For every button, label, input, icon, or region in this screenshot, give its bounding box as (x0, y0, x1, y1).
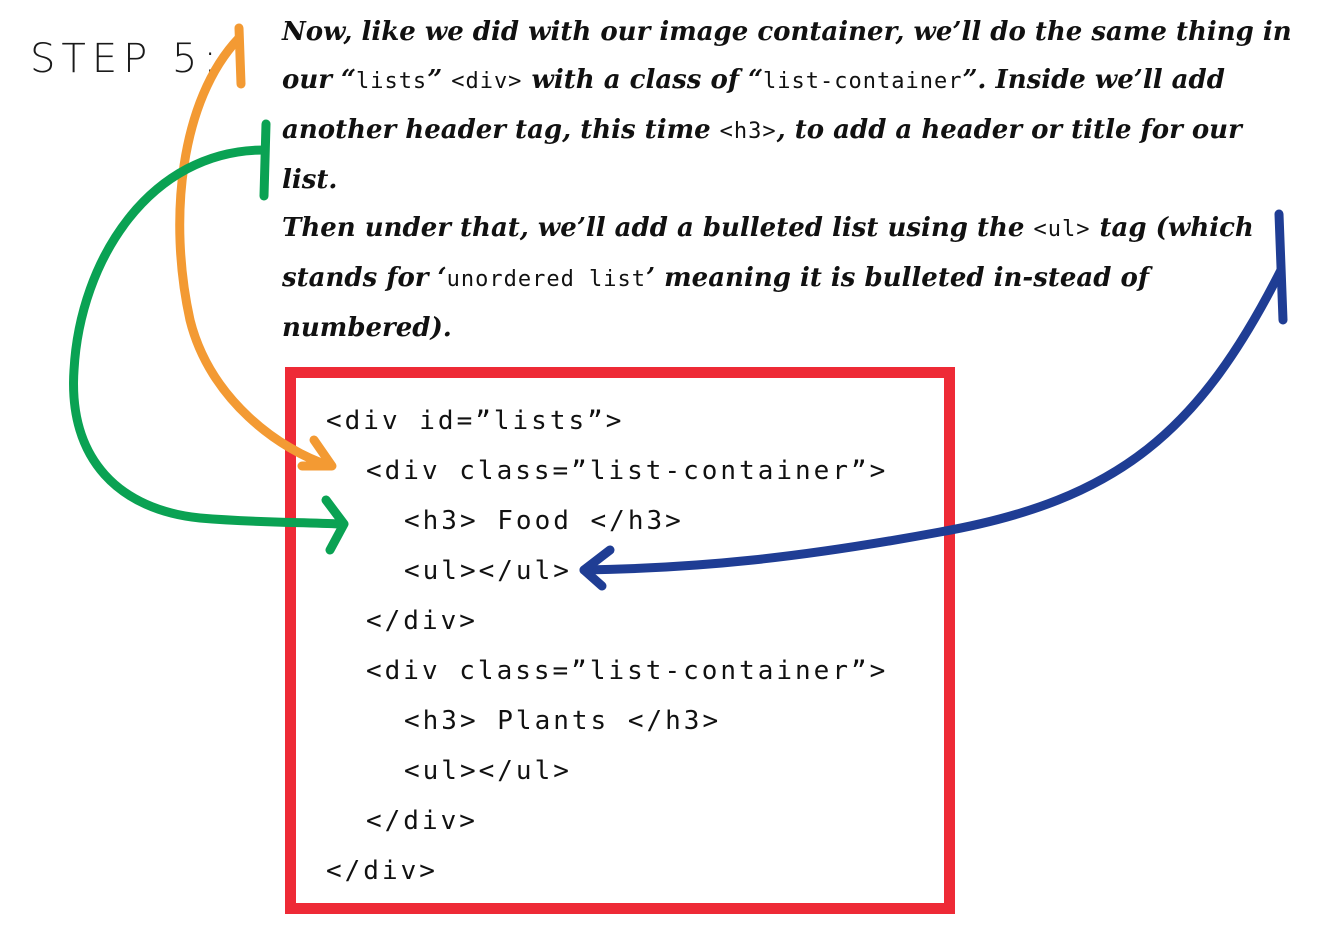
instr-code-unordered-list: unordered list (446, 267, 647, 292)
code-line-div-close: </div> (366, 606, 478, 636)
step-label: STEP 5: (30, 36, 223, 82)
instr-text: ” (427, 65, 452, 95)
code-line-list-container-open: <div class=”list-container”> (366, 656, 889, 686)
instr-text: Then under that, we’ll add a bulleted li… (282, 213, 1034, 243)
code-line-list-container-open: <div class=”list-container”> (366, 456, 889, 486)
code-line-div-lists-open: <div id=”lists”> (326, 406, 625, 436)
code-line-ul: <ul></ul> (404, 756, 572, 786)
instr-text: ”. Inside we’ll add another header tag, … (282, 65, 1225, 145)
instr-code-lists: lists (355, 69, 428, 94)
code-line-div-close: </div> (366, 806, 478, 836)
instr-text: with a class of “ (522, 65, 764, 95)
instr-code-h3: <h3> (719, 119, 777, 144)
instr-code-list-container: list-container (763, 69, 963, 94)
instr-text: Now, like we did with our image containe… (282, 17, 1292, 95)
instr-code-ul: <ul> (1033, 217, 1091, 242)
instructions-paragraph-1: Now, like we did with our image containe… (282, 8, 1302, 204)
instr-code-div: <div> (451, 69, 523, 94)
code-line-h3-food: <h3> Food </h3> (404, 506, 684, 536)
code-line-h3-plants: <h3> Plants </h3> (404, 706, 722, 736)
code-line-ul: <ul></ul> (404, 556, 572, 586)
instructions-paragraph-2: Then under that, we’ll add a bulleted li… (282, 204, 1302, 352)
code-line-div-lists-close: </div> (326, 856, 438, 886)
instructions-text: Now, like we did with our image containe… (282, 8, 1302, 352)
